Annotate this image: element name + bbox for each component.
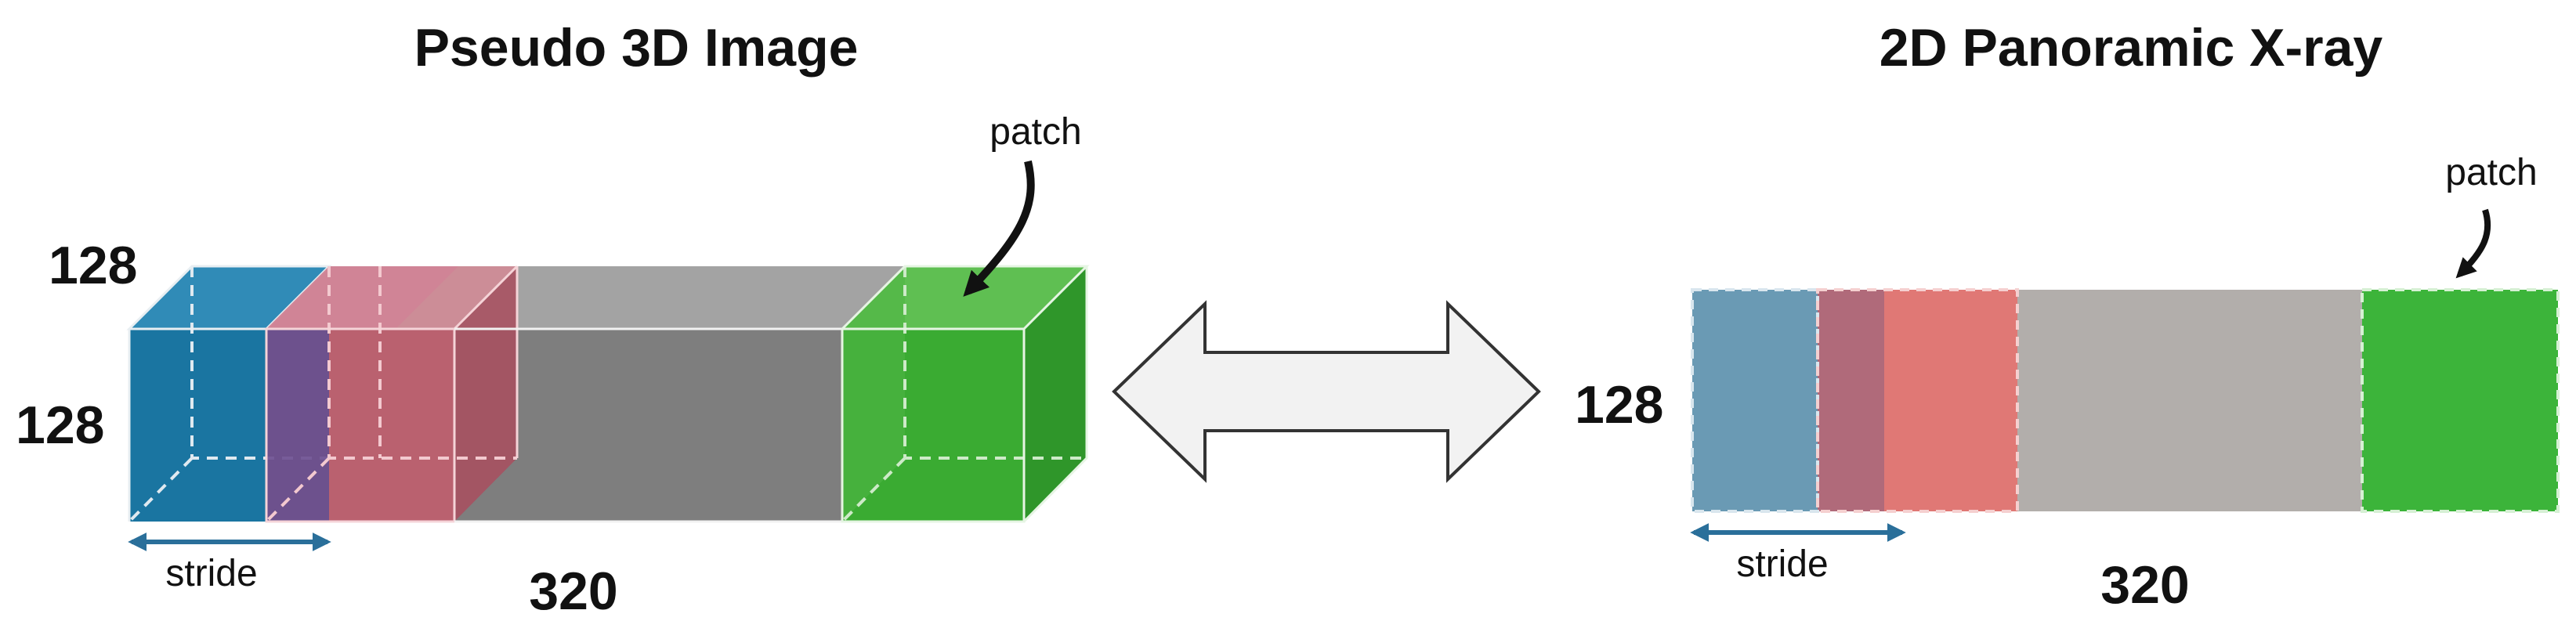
- green-patch-2d: [2362, 290, 2558, 511]
- left-depth-label: 128: [16, 395, 104, 455]
- blue-patch-2d: [1692, 290, 1818, 511]
- right-title: 2D Panoramic X-ray: [1880, 18, 2383, 78]
- pseudo-3d-volume: [126, 265, 1090, 523]
- left-width-label: 320: [529, 561, 617, 621]
- double-headed-arrow: [1112, 300, 1541, 483]
- gray-region-2d: [2017, 290, 2362, 511]
- right-stride-label: stride: [1736, 543, 1828, 585]
- pink-patch-3d: [265, 265, 519, 523]
- mauve-overlap-2d: [1818, 290, 1884, 511]
- green-patch-3d: [841, 265, 1090, 523]
- left-stride-label: stride: [165, 553, 257, 594]
- red-patch-2d: [1884, 290, 2017, 511]
- left-height-label: 128: [49, 236, 137, 295]
- right-width-label: 320: [2100, 555, 2189, 615]
- right-height-label: 128: [1575, 375, 1663, 435]
- right-patch-label: patch: [2445, 152, 2537, 193]
- right-patch-pointer: [2455, 208, 2491, 279]
- left-patch-pointer: [963, 160, 1035, 297]
- panoramic-strip: [1691, 288, 2560, 513]
- left-title: Pseudo 3D Image: [414, 18, 859, 78]
- left-patch-label: patch: [990, 111, 1081, 153]
